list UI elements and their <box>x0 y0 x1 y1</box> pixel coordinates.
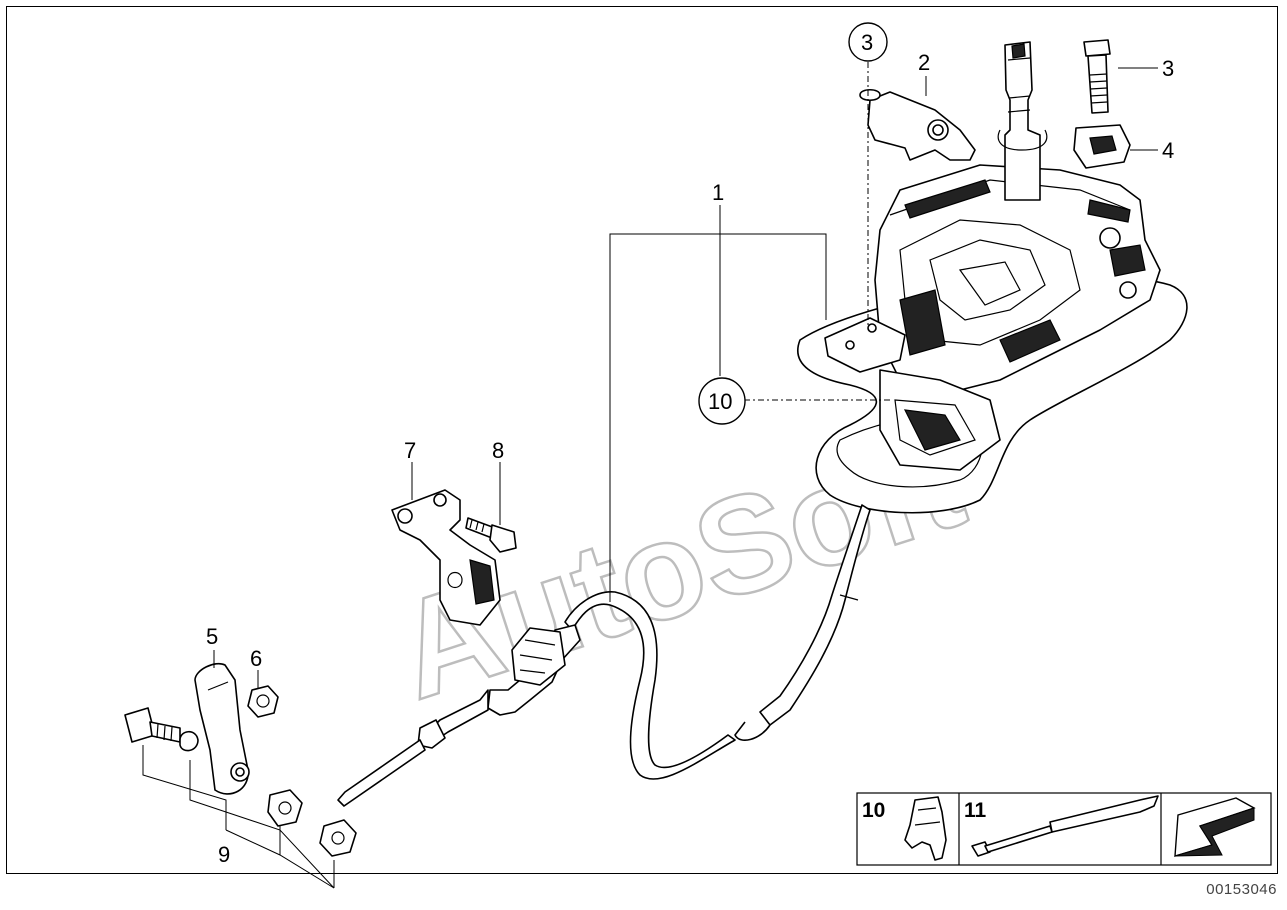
arrow-icon <box>1174 797 1256 857</box>
callout-10-circled: 10 <box>708 389 732 414</box>
legend-item-10-label: 10 <box>862 799 885 822</box>
legend-item-11-label: 11 <box>964 799 987 822</box>
bolt-group-part-9 <box>124 707 357 857</box>
cable-end-fitting <box>337 624 581 807</box>
callout-10-circle <box>698 377 746 425</box>
document-number: 00153046 <box>1206 881 1277 898</box>
clip-nut-part-4 <box>1073 124 1131 169</box>
callout-3-circled: 3 <box>861 30 873 55</box>
bolt-part-8 <box>465 517 517 553</box>
clip-icon <box>904 796 947 861</box>
callout-6: 6 <box>250 646 262 671</box>
legend-box: 10 11 <box>856 792 1272 866</box>
diagram-frame <box>6 6 1278 874</box>
cable-tie-icon <box>971 795 1159 857</box>
callout-7: 7 <box>404 438 416 463</box>
selector-cable <box>564 504 871 780</box>
callout-3: 3 <box>1162 56 1174 81</box>
callout-4: 4 <box>1162 138 1174 163</box>
callout-8: 8 <box>492 438 504 463</box>
callout-5: 5 <box>206 624 218 649</box>
nut-part-6 <box>247 685 279 718</box>
callout-3-circle <box>848 22 888 62</box>
leader-lines <box>142 62 1158 889</box>
bracket-part-2 <box>859 88 976 161</box>
lever-part-5 <box>194 662 250 795</box>
callout-labels: 1 2 3 3 4 5 6 7 8 9 10 <box>206 22 1174 867</box>
callout-9: 9 <box>218 842 230 867</box>
gear-selector-housing <box>797 164 1188 514</box>
shift-lever-shaft <box>997 41 1048 201</box>
callout-1: 1 <box>712 180 724 205</box>
callout-2: 2 <box>918 50 930 75</box>
lever-bracket-part-7 <box>391 489 501 626</box>
bolt-part-3 <box>1083 39 1111 114</box>
